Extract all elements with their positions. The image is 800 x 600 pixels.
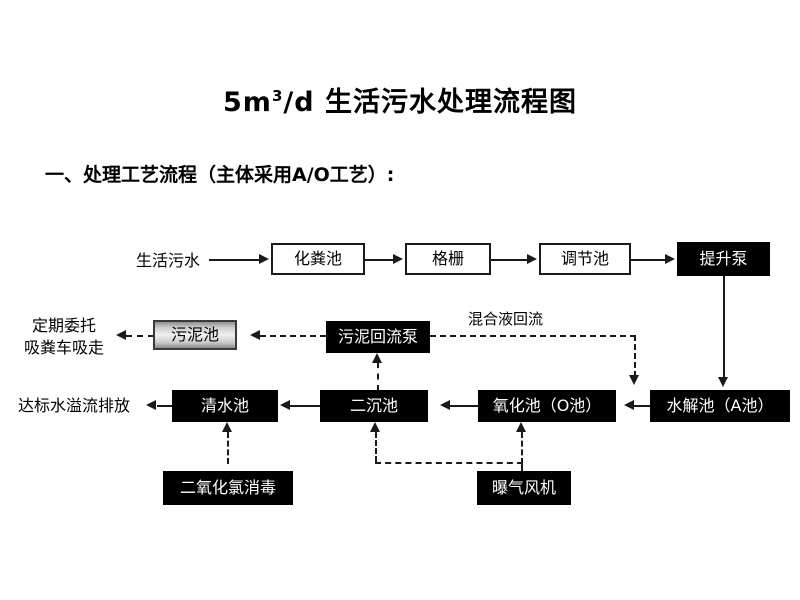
connector-liftpump-to-hydrolysis <box>723 276 725 379</box>
arrowhead-liftpump-to-hydrolysis <box>718 377 728 387</box>
node-sludge-tank[interactable]: 污泥池 <box>153 320 237 350</box>
page-title-superscript: 3 <box>271 87 284 105</box>
node-regulating-tank[interactable]: 调节池 <box>539 243 631 275</box>
node-chlorine-dioxide-label: 二氧化氯消毒 <box>179 478 276 497</box>
node-sludge-return-pump[interactable]: 污泥回流泵 <box>326 321 430 353</box>
arrowhead-blower-branch-to-secondary <box>370 422 380 432</box>
entrust-disposal-label: 定期委托 吸粪车吸走 <box>24 315 104 359</box>
node-lift-pump[interactable]: 提升泵 <box>677 242 770 276</box>
arrowhead-grille-to-regulating <box>527 254 537 264</box>
arrowhead-secondary-to-cleanwater <box>280 400 290 410</box>
arrowhead-sludgetank-to-entrust <box>116 330 126 340</box>
connector-regulating-to-liftpump <box>631 259 667 261</box>
discharge-label: 达标水溢流排放 <box>18 396 131 415</box>
arrowhead-cleanwater-to-discharge <box>146 400 156 410</box>
node-sludge-return-pump-label: 污泥回流泵 <box>337 327 418 346</box>
inflow-label: 生活污水 <box>136 251 201 270</box>
node-secondary-sedimentation[interactable]: 二沉池 <box>320 390 428 422</box>
node-secondary-sedimentation-label: 二沉池 <box>349 396 398 415</box>
connector-blower-branch-to-secondary <box>375 432 377 462</box>
connector-mixedliquor-horizontal <box>430 335 636 337</box>
arrowhead-secondary-to-sludgepump <box>372 353 382 363</box>
arrowhead-hydrolysis-to-oxidation <box>624 400 634 410</box>
arrowhead-septic-to-grille <box>393 254 403 264</box>
page-title-prefix: 5m <box>223 87 272 118</box>
node-clean-water-tank-label: 清水池 <box>200 396 249 415</box>
page-title-rest: /d 生活污水处理流程图 <box>283 87 577 118</box>
connector-mixedliquor-vertical <box>634 335 636 377</box>
node-hydrolysis-tank-label: 水解池（A池） <box>666 396 774 415</box>
arrowhead-mixedliquor-to-hydrolysis <box>629 375 639 385</box>
node-grille[interactable]: 格栅 <box>405 243 491 275</box>
mixed-liquor-return-label: 混合液回流 <box>468 310 544 328</box>
node-chlorine-dioxide[interactable]: 二氧化氯消毒 <box>163 471 293 505</box>
connector-secondary-to-cleanwater <box>290 405 320 407</box>
node-hydrolysis-tank[interactable]: 水解池（A池） <box>650 390 790 422</box>
arrowhead-sludgepump-to-sludgetank <box>250 330 260 340</box>
arrowhead-oxidation-to-secondary <box>440 400 450 410</box>
node-septic-tank[interactable]: 化粪池 <box>271 243 365 275</box>
connector-blower-riser <box>521 462 523 474</box>
connector-blower-branch-horizontal <box>375 462 523 464</box>
node-clean-water-tank[interactable]: 清水池 <box>172 390 278 422</box>
node-lift-pump-label: 提升泵 <box>699 249 748 268</box>
node-aeration-blower[interactable]: 曝气风机 <box>477 471 571 505</box>
connector-oxidation-to-secondary <box>450 405 478 407</box>
connector-secondary-to-sludgepump <box>377 362 379 391</box>
connector-inflow-to-septic <box>209 259 261 261</box>
connector-septic-to-grille <box>365 259 395 261</box>
arrowhead-blower-to-oxidation <box>516 422 526 432</box>
node-aeration-blower-label: 曝气风机 <box>491 478 556 497</box>
node-septic-tank-label: 化粪池 <box>293 249 342 268</box>
connector-grille-to-regulating <box>491 259 529 261</box>
node-sludge-tank-label: 污泥池 <box>170 325 219 344</box>
arrowhead-chlorine-to-cleanwater <box>222 422 232 432</box>
page-title: 5m3/d 生活污水处理流程图 <box>0 80 800 119</box>
entrust-disposal-line1: 定期委托 <box>32 316 97 335</box>
arrowhead-regulating-to-liftpump <box>665 254 675 264</box>
arrowhead-inflow-to-septic <box>259 254 269 264</box>
connector-sludgepump-to-sludgetank <box>260 335 326 337</box>
connector-blower-to-oxidation <box>521 432 523 464</box>
node-grille-label: 格栅 <box>431 249 464 268</box>
connector-chlorine-to-cleanwater <box>227 432 229 464</box>
entrust-disposal-line2: 吸粪车吸走 <box>24 338 105 357</box>
node-oxidation-tank-label: 氧化池（O池） <box>492 396 602 415</box>
connector-cleanwater-to-discharge <box>157 405 173 407</box>
node-oxidation-tank[interactable]: 氧化池（O池） <box>478 390 616 422</box>
connector-sludgetank-to-entrust <box>126 335 154 337</box>
node-regulating-tank-label: 调节池 <box>560 249 609 268</box>
connector-hydrolysis-to-oxidation <box>634 405 652 407</box>
section-subtitle: 一、处理工艺流程（主体采用A/O工艺）: <box>45 164 395 186</box>
